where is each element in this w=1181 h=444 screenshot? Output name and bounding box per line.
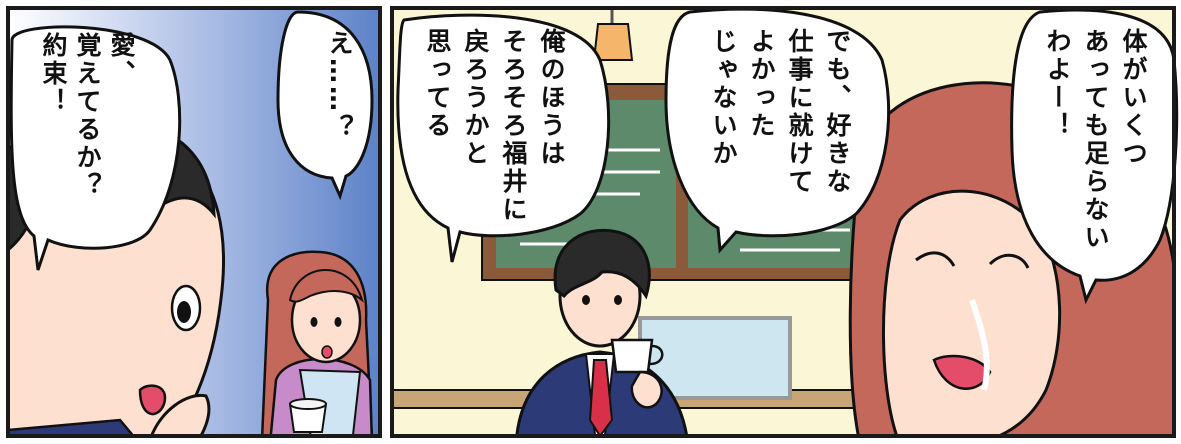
bubble-man-right: [396, 13, 611, 263]
bubble-woman-right-col-1: 体がいくつ: [1119, 28, 1148, 168]
left-panel-border: [6, 6, 382, 438]
bubble-woman-mid-col-4: じゃないか: [709, 28, 738, 168]
bubble-man-right-col-3: 戻ろうかと: [461, 28, 490, 168]
bubble-man-right-col-4: 思ってる: [423, 28, 452, 140]
bubble-woman-right-col-3: わよー！: [1043, 28, 1072, 140]
bubble-man-right-col-1: 俺のほうは: [537, 28, 566, 168]
bubble-man-left-col-3: 約束！: [39, 32, 68, 116]
bubble-woman-mid-col-2: 仕事に就けて: [785, 28, 814, 196]
bubble-woman-left: [276, 10, 374, 201]
bubble-woman-right-col-2: あっても足らない: [1081, 28, 1110, 252]
woman-small-figure: [260, 250, 374, 436]
bubble-man-left: [9, 25, 182, 271]
bubble-woman-mid-col-3: よかった: [747, 28, 776, 140]
man-drinking-figure: [515, 229, 689, 436]
bubble-man-left-col-2: 覚えてるか？: [73, 32, 102, 200]
right-panel-border: [390, 6, 1176, 438]
bubble-woman-mid-col-1: でも、好きな: [823, 28, 852, 196]
bubble-woman-right: [1010, 8, 1179, 305]
bubble-woman-middle: [664, 7, 891, 254]
bubble-woman-left-text: え……？: [325, 30, 354, 142]
bubble-man-right-col-2: そろそろ福井に: [499, 28, 528, 224]
bubble-man-left-col-1: 愛、: [107, 32, 136, 88]
